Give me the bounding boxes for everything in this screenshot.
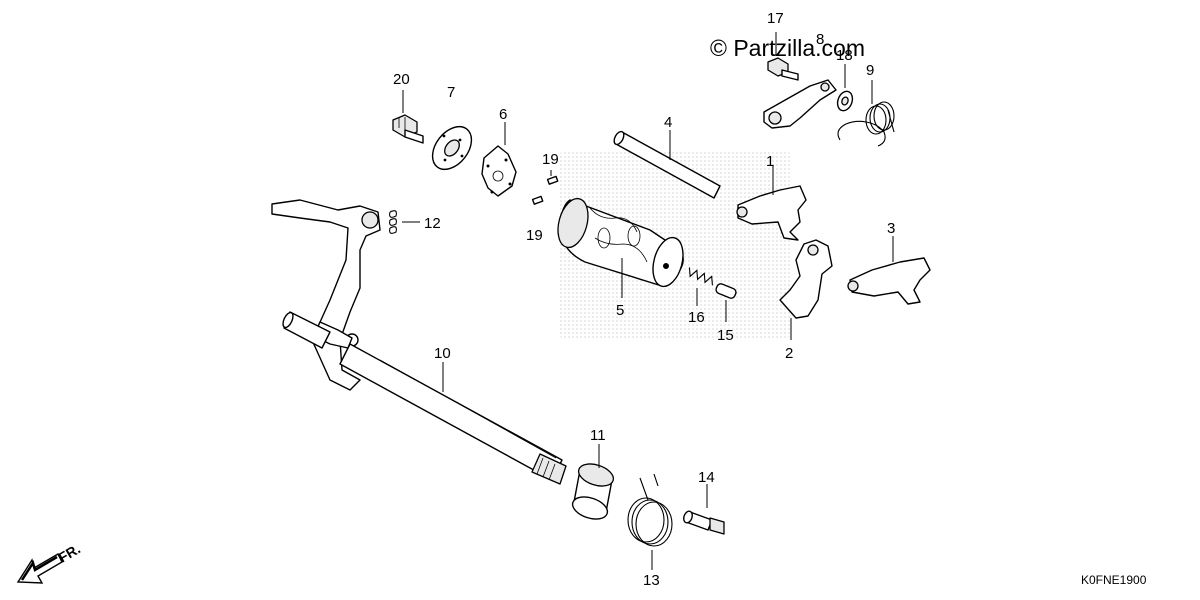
callout-7: 7 <box>447 84 455 101</box>
part-9-return-spring[interactable] <box>837 80 895 147</box>
callout-labels: 1 2 3 4 5 6 7 8 9 10 11 12 13 14 15 16 1… <box>393 10 895 589</box>
part-10-gearshift-spindle[interactable] <box>271 199 567 485</box>
part-7-plate[interactable] <box>425 119 480 177</box>
callout-4: 4 <box>664 114 672 131</box>
callout-2: 2 <box>785 345 793 362</box>
callout-3: 3 <box>887 220 895 237</box>
callout-1: 1 <box>766 153 774 170</box>
part-5-shift-drum[interactable] <box>553 195 688 298</box>
part-13-torsion-spring[interactable] <box>627 473 673 570</box>
part-20-bolt[interactable] <box>392 90 424 144</box>
part-19-pins[interactable] <box>531 170 559 205</box>
part-2-shift-fork[interactable] <box>779 239 833 340</box>
callout-19-bottom: 19 <box>526 227 543 244</box>
part-8-stopper-arm[interactable] <box>763 79 837 129</box>
callout-18: 18 <box>836 47 853 64</box>
callout-13: 13 <box>643 572 660 589</box>
callout-14: 14 <box>698 469 715 486</box>
part-15-plunger[interactable] <box>715 283 737 322</box>
callout-9: 9 <box>866 62 874 79</box>
part-4-shaft[interactable] <box>612 130 721 199</box>
part-14-pin-bolt[interactable] <box>682 484 725 535</box>
callout-10: 10 <box>434 345 451 362</box>
part-12-spring[interactable] <box>389 210 420 234</box>
part-1-shift-fork[interactable] <box>736 166 807 241</box>
diagram-code: K0FNE1900 <box>1081 573 1147 587</box>
part-6-star-plate[interactable] <box>481 122 517 197</box>
part-18-washer[interactable] <box>835 64 855 113</box>
callout-16: 16 <box>688 309 705 326</box>
callout-6: 6 <box>499 106 507 123</box>
watermark-text: © Partzilla.com <box>710 35 865 61</box>
part-16-spring[interactable] <box>686 267 715 306</box>
callout-17: 17 <box>767 10 784 27</box>
part-3-shift-fork[interactable] <box>847 236 931 305</box>
callout-5: 5 <box>616 302 624 319</box>
callout-11: 11 <box>590 427 606 444</box>
front-direction-arrow: FR. <box>16 540 83 584</box>
callout-12: 12 <box>424 215 441 232</box>
callout-20: 20 <box>393 71 410 88</box>
callout-15: 15 <box>717 327 734 344</box>
callout-8: 8 <box>816 31 824 48</box>
callout-19-top: 19 <box>542 151 559 168</box>
part-11-collar[interactable] <box>570 444 616 523</box>
part-17-bolt[interactable] <box>767 32 799 81</box>
